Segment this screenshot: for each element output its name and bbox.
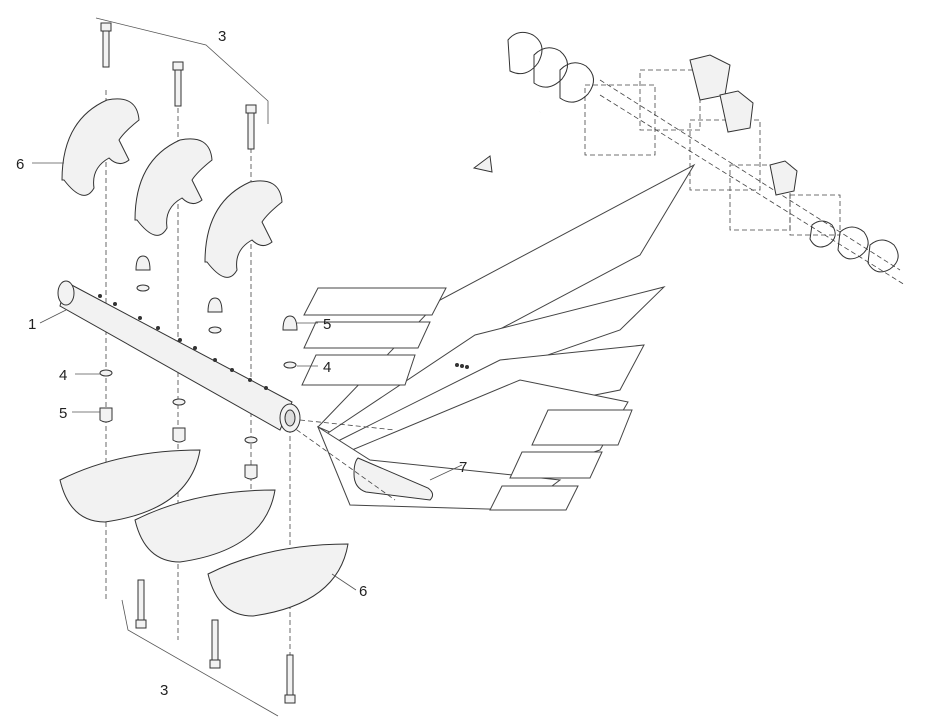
chevron-callout-panels (301, 163, 696, 511)
callout-7: 7 (459, 459, 467, 476)
callout-3-bottom: 3 (160, 682, 168, 699)
callout-6-left: 6 (16, 156, 24, 173)
top-bolts (95, 17, 269, 150)
machine-overview (472, 31, 906, 286)
nuts-washers (99, 255, 298, 480)
bracket-bottom (121, 599, 279, 717)
callout-1: 1 (28, 316, 36, 333)
bottom-bolts (135, 579, 296, 704)
lower-shields (59, 449, 349, 617)
callout-6-right: 6 (359, 583, 367, 600)
upper-shields (61, 98, 283, 278)
callout-5-right: 5 (323, 316, 331, 333)
leader-lines (32, 162, 463, 591)
callout-5-left: 5 (59, 405, 67, 422)
callout-4-right: 4 (323, 359, 331, 376)
callouts: 3 6 1 4 5 5 4 7 6 3 (16, 28, 467, 699)
shaft-tube (57, 280, 301, 433)
callout-3-top: 3 (218, 28, 226, 45)
callout-4-left: 4 (59, 367, 67, 384)
